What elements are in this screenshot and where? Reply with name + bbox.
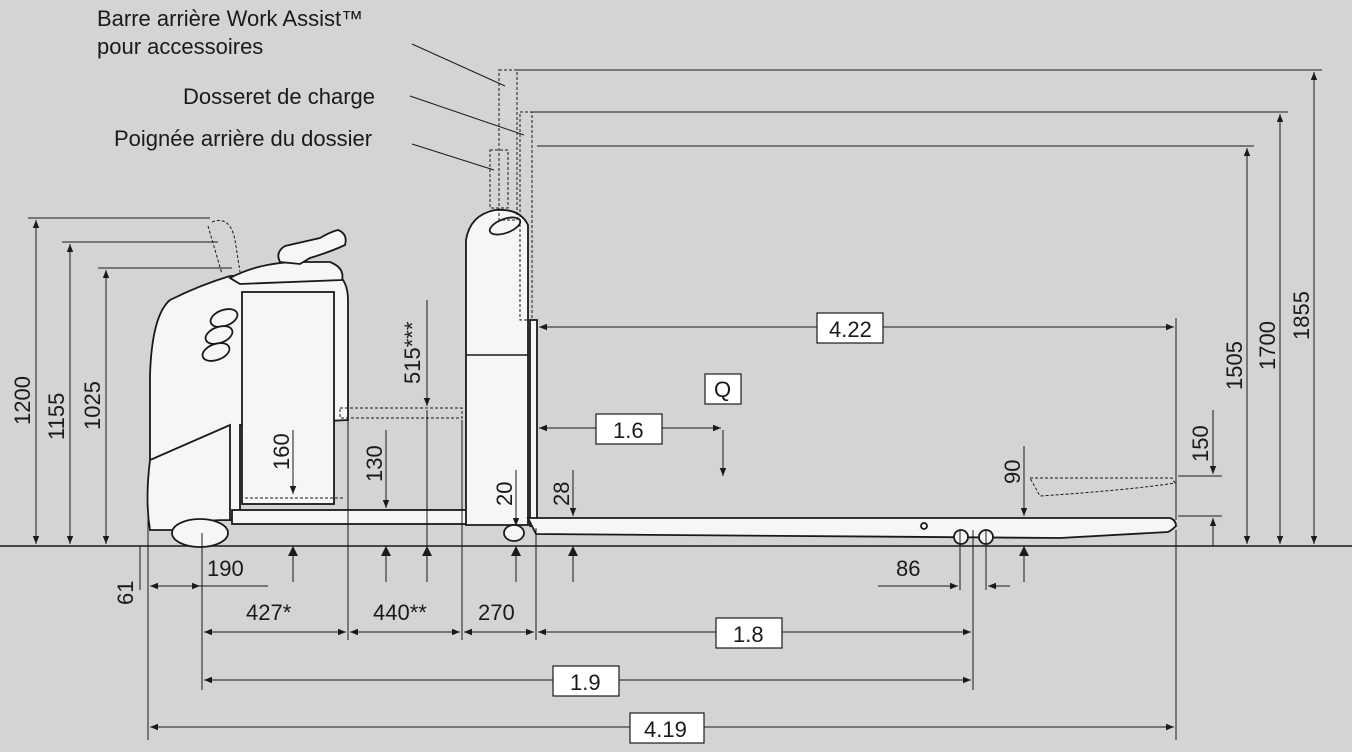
callout-leader: [411, 43, 506, 87]
tiller-raised-outline: [207, 225, 223, 275]
dim-1-9-box: [552, 665, 620, 697]
dim-270: 270: [478, 600, 515, 625]
dim-28: 28: [549, 482, 574, 506]
dim-4-19: 4.19: [644, 717, 687, 742]
dim-20: 20: [492, 482, 517, 506]
load-backrest-plate: [529, 319, 538, 527]
dim-90: 90: [1000, 460, 1025, 484]
callout-work-assist-line1: Barre arrière Work Assist™: [97, 6, 363, 31]
dim-440: 440**: [373, 600, 427, 625]
dim-1-6: 1.6: [613, 418, 644, 443]
callout-leader: [409, 95, 525, 136]
side-panel: [241, 291, 335, 505]
dim-1025: 1025: [80, 381, 105, 430]
load-symbol: Q: [714, 377, 731, 402]
operator-platform: [231, 509, 473, 525]
side-gate-outline: [339, 407, 463, 419]
left-height-dimensions: 1200 1155 1025: [10, 217, 232, 544]
dim-427: 427*: [246, 600, 292, 625]
dim-150: 150: [1188, 425, 1213, 462]
dim-190: 190: [207, 556, 244, 581]
dim-1-8: 1.8: [733, 622, 764, 647]
dim-1505: 1505: [1222, 341, 1247, 390]
tiller-raised-outline: [211, 220, 241, 273]
vent-oval: [201, 342, 231, 362]
tiller-handle: [277, 229, 347, 265]
callout-poignee: Poignée arrière du dossier: [114, 126, 372, 151]
dim-1200: 1200: [10, 376, 35, 425]
callout-work-assist-line2: pour accessoires: [97, 34, 263, 59]
dim-86: 86: [896, 556, 920, 581]
rear-handle-outline: [489, 149, 509, 209]
fork-raised-outline: [1029, 477, 1176, 497]
dim-1-6-box: [595, 413, 663, 445]
dim-4-22: 4.22: [829, 317, 872, 342]
dim-4-22-box: [816, 312, 884, 344]
dim-4-19-box: [629, 712, 705, 744]
dim-1-8-box: [715, 617, 783, 649]
load-symbol-box: [704, 373, 742, 405]
front-wheel: [503, 524, 525, 542]
fork-pin: [920, 522, 928, 530]
dim-1700: 1700: [1255, 321, 1280, 370]
work-assist-bar-outline: [498, 69, 518, 221]
load-wheel: [953, 529, 969, 545]
truck-body: [146, 69, 1177, 548]
dim-61: 61: [113, 581, 138, 605]
dim-515: 515***: [400, 321, 425, 384]
internal-height-dimensions: 160 130 515*** 20 28 90: [269, 300, 1029, 582]
load-backrest-outline: [519, 111, 533, 321]
fork: [526, 517, 1177, 539]
front-column: [465, 208, 529, 526]
dim-1-9: 1.9: [570, 670, 601, 695]
callout-leader: [411, 143, 495, 171]
dim-160: 160: [269, 433, 294, 470]
right-height-dimensions: 150 1505 1700 1855: [517, 69, 1322, 546]
dim-1855: 1855: [1289, 291, 1314, 340]
top-cover: [228, 261, 344, 285]
dim-130: 130: [362, 445, 387, 482]
callout-dosseret: Dosseret de charge: [183, 84, 375, 109]
dim-1155: 1155: [44, 393, 69, 440]
drive-wheel: [171, 518, 229, 548]
